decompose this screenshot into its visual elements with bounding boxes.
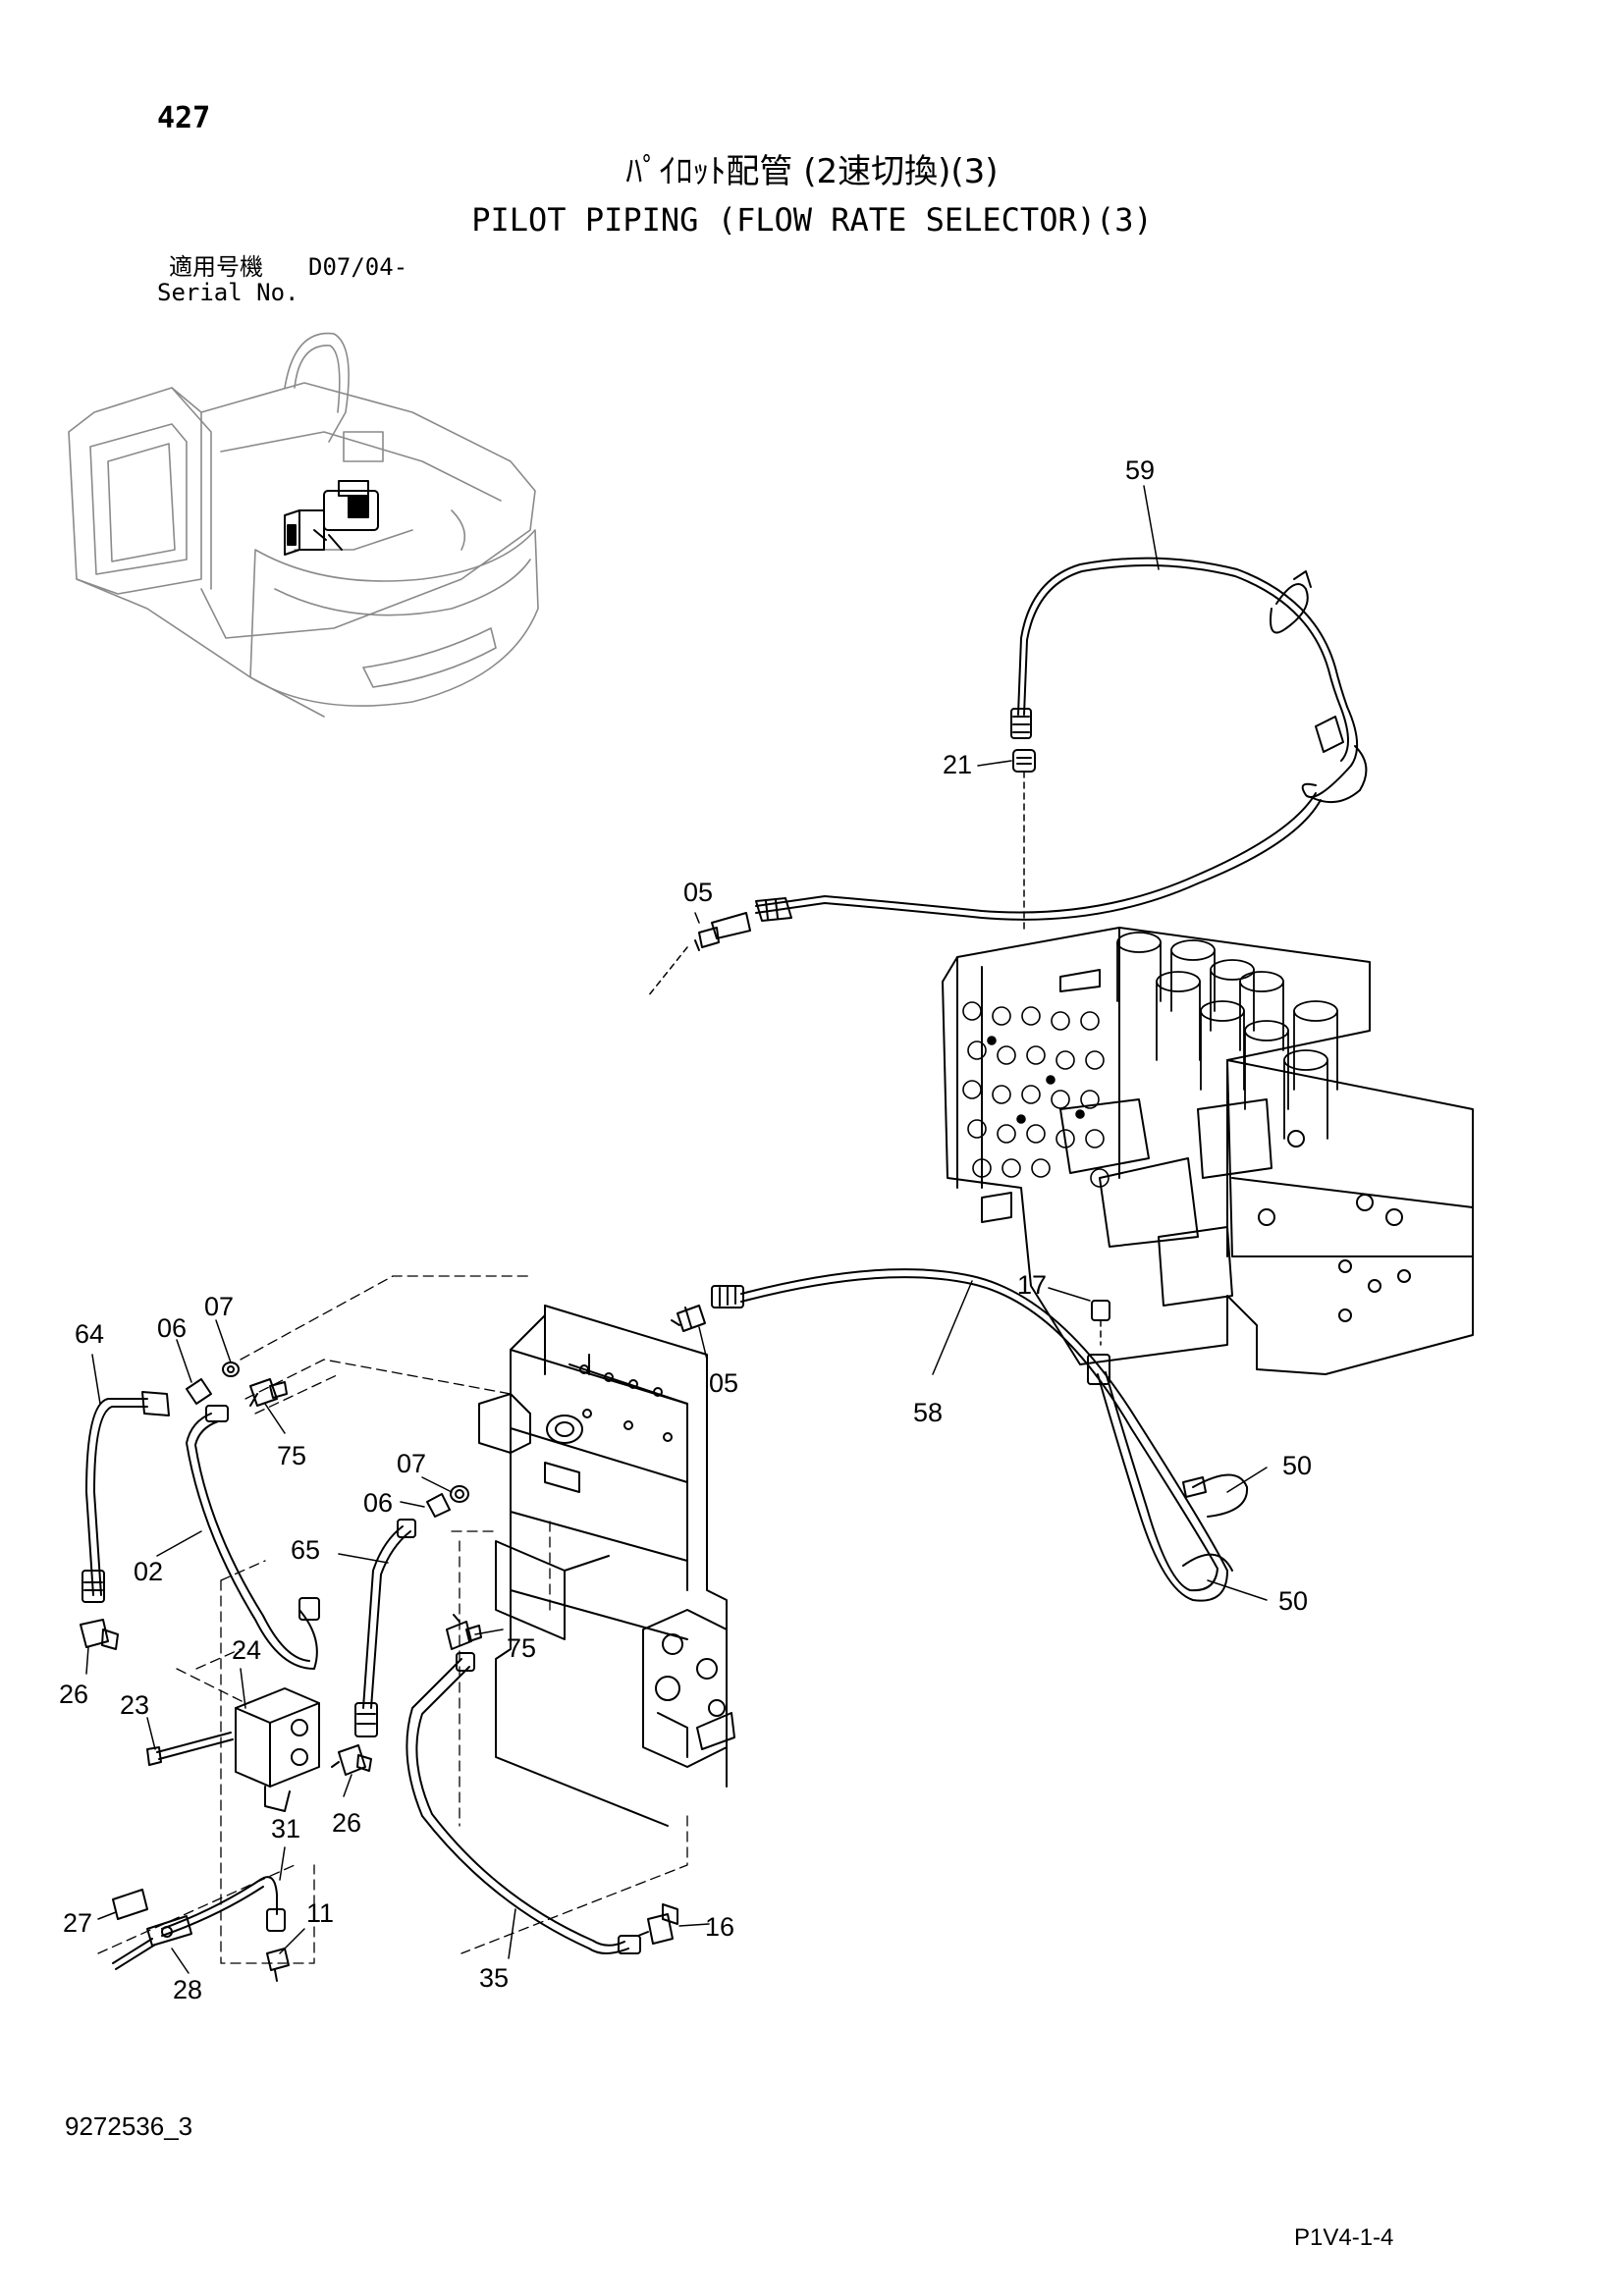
callout-21: 21 (943, 750, 972, 779)
excavator-overview (68, 332, 539, 718)
callout-02: 02 (134, 1557, 163, 1586)
callout-27: 27 (63, 1908, 92, 1938)
hose-59 (755, 557, 1368, 921)
callout-17: 17 (1017, 1270, 1047, 1300)
elbow-16 (637, 1903, 678, 1945)
callout-31: 31 (271, 1814, 300, 1843)
mounting-bracket (478, 1305, 735, 1827)
pipe-02 (186, 1405, 320, 1670)
callout-64: 64 (75, 1319, 104, 1349)
callout-06-second: 06 (363, 1488, 393, 1518)
nut-06-top (186, 1362, 240, 1405)
callout-75-lower: 75 (507, 1633, 536, 1663)
elbow-26-right (331, 1744, 372, 1776)
fitting-05-top (647, 897, 792, 997)
fitting-17 (1091, 1300, 1110, 1346)
nut-06-second (426, 1485, 469, 1518)
leader-lines (85, 485, 1268, 1974)
callout-16: 16 (705, 1912, 734, 1942)
hose-64 (81, 1391, 170, 1603)
valve-block-24 (235, 1687, 320, 1812)
callout-05-lower: 05 (709, 1368, 738, 1398)
hose-58 (711, 1268, 1249, 1602)
control-valve-assembly (942, 927, 1474, 1375)
callout-11: 11 (306, 1898, 334, 1928)
serial-label-english: Serial No. (157, 279, 299, 306)
callout-75-top: 75 (277, 1441, 306, 1470)
callouts: 59 21 05 17 58 50 50 64 06 07 05 75 07 0… (59, 455, 1312, 2004)
tee-75-lower (446, 1614, 482, 1650)
fitting-21 (1012, 749, 1036, 934)
document-id: 9272536_3 (65, 2111, 193, 2141)
callout-07-second: 07 (397, 1449, 426, 1478)
hose-65 (354, 1519, 416, 1737)
pipe-31-group (112, 1876, 290, 1982)
fitting-05-lower (671, 1305, 706, 1332)
callout-24: 24 (232, 1635, 261, 1665)
callout-50-top: 50 (1282, 1451, 1312, 1480)
page-code: P1V4-1-4 (1294, 2224, 1394, 2251)
serial-value: D07/04- (308, 253, 408, 281)
overview-valve-highlight (284, 480, 379, 556)
construction-lines (97, 1275, 688, 1964)
title-english: PILOT PIPING (FLOW RATE SELECTOR)(3) (471, 201, 1153, 239)
callout-35: 35 (479, 1963, 509, 1993)
callout-23: 23 (120, 1690, 149, 1720)
bolt-23 (146, 1732, 234, 1766)
pipe-35 (406, 1652, 641, 1954)
callout-50-bottom: 50 (1278, 1586, 1308, 1616)
callout-28: 28 (173, 1975, 202, 2004)
elbow-26-left (80, 1619, 119, 1650)
title-japanese: ﾊﾟｲﾛｯﾄ配管 (2速切換)(3) (625, 152, 999, 191)
callout-65: 65 (291, 1535, 320, 1565)
callout-58: 58 (913, 1398, 943, 1427)
callout-06-top: 06 (157, 1313, 187, 1343)
callout-26-right: 26 (332, 1808, 361, 1838)
page-number: 427 (157, 101, 211, 135)
callout-05-top: 05 (683, 878, 713, 907)
callout-26-left: 26 (59, 1680, 88, 1709)
callout-59: 59 (1125, 455, 1155, 485)
callout-07-top: 07 (204, 1292, 234, 1321)
tee-75-top (249, 1378, 288, 1407)
serial-label-japanese: 適用号機 (169, 253, 263, 281)
